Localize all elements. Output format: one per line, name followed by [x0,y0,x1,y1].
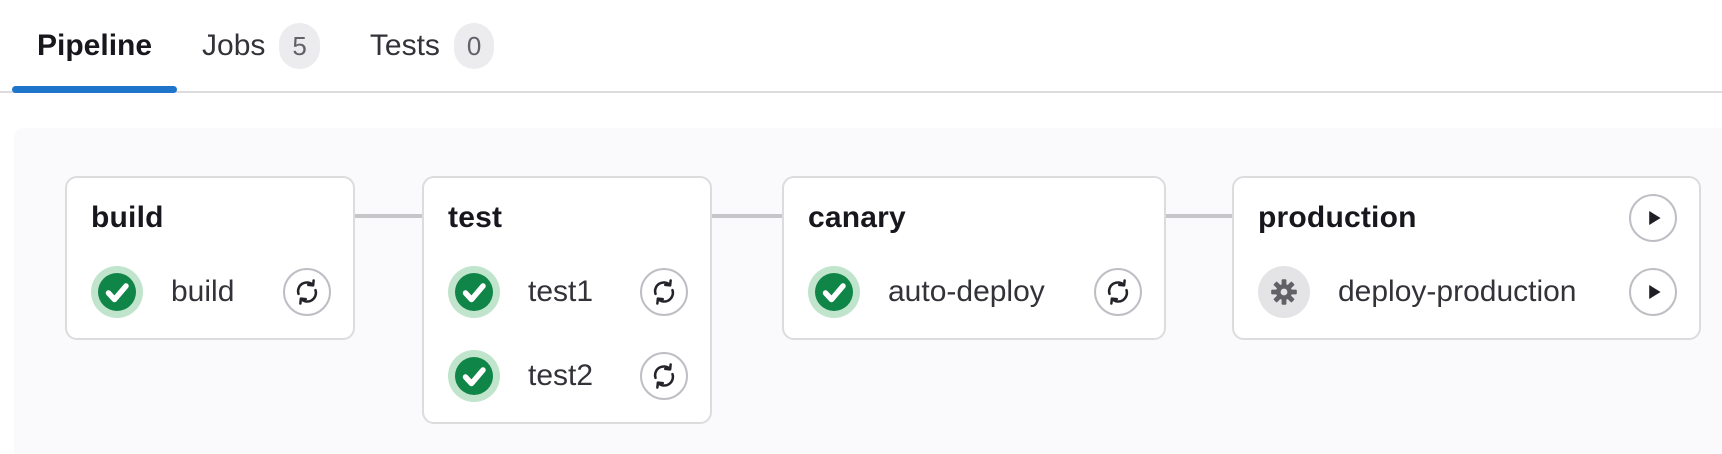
job-name: auto-deploy [888,275,1045,308]
job-link[interactable]: deploy-production [1258,266,1577,318]
job-link[interactable]: auto-deploy [808,266,1045,318]
retry-button[interactable] [1094,268,1142,316]
job-name: build [171,275,235,308]
stage-connector-line [712,214,782,218]
stage-name: production [1258,201,1417,234]
tab-pipeline[interactable]: Pipeline [12,0,178,93]
tab-tests[interactable]: Tests 0 [345,0,520,91]
job-list: auto-deploy [808,266,1142,318]
status-success-icon [448,266,500,318]
play-button[interactable] [1629,268,1677,316]
stage-card-build: build build [65,176,355,340]
stage-card-production: production [1232,176,1701,340]
stage-header: build [91,194,331,242]
job-name: deploy-production [1338,275,1577,308]
job-row: auto-deploy [808,266,1142,318]
job-link[interactable]: test1 [448,266,593,318]
stage-card-test: test test1 [422,176,712,424]
stage-header: test [448,194,688,242]
job-link[interactable]: build [91,266,234,318]
stage-card-canary: canary auto-deploy [782,176,1166,340]
job-list: test1 test2 [448,266,688,402]
stage-name: test [448,201,503,234]
job-row: test2 [448,350,688,402]
retry-icon [1107,279,1129,305]
status-success-icon [448,350,500,402]
job-link[interactable]: test2 [448,350,593,402]
retry-button[interactable] [283,268,331,316]
status-manual-icon [1258,266,1310,318]
retry-button[interactable] [640,268,688,316]
jobs-count-badge: 5 [279,22,320,69]
tab-bar: Pipeline Jobs 5 Tests 0 [0,0,1722,93]
status-success-icon [91,266,143,318]
retry-button[interactable] [640,352,688,400]
stage-connector-line [355,214,422,218]
stage-name: build [91,201,164,234]
stage-header: production [1258,194,1677,242]
stage-play-button[interactable] [1629,194,1677,242]
job-row: test1 [448,266,688,318]
job-name: test1 [528,275,594,308]
job-row: deploy-production [1258,266,1677,318]
job-list: deploy-production [1258,266,1677,318]
stage-name: canary [808,201,906,234]
tests-count-badge: 0 [453,22,495,69]
stage-connector-line [1166,214,1232,218]
retry-icon [653,279,675,305]
pipeline-graph-panel: build build [14,128,1722,454]
stage-header: canary [808,194,1142,242]
job-row: build [91,266,331,318]
play-icon [1649,210,1661,226]
retry-icon [296,279,318,305]
tab-tests-label: Tests [369,28,440,62]
status-success-icon [808,266,860,318]
retry-icon [653,363,675,389]
play-icon [1649,284,1661,300]
tab-jobs[interactable]: Jobs 5 [177,0,345,91]
tab-jobs-label: Jobs [202,28,266,62]
job-list: build [91,266,331,318]
job-name: test2 [528,359,594,392]
tab-pipeline-label: Pipeline [37,28,153,62]
